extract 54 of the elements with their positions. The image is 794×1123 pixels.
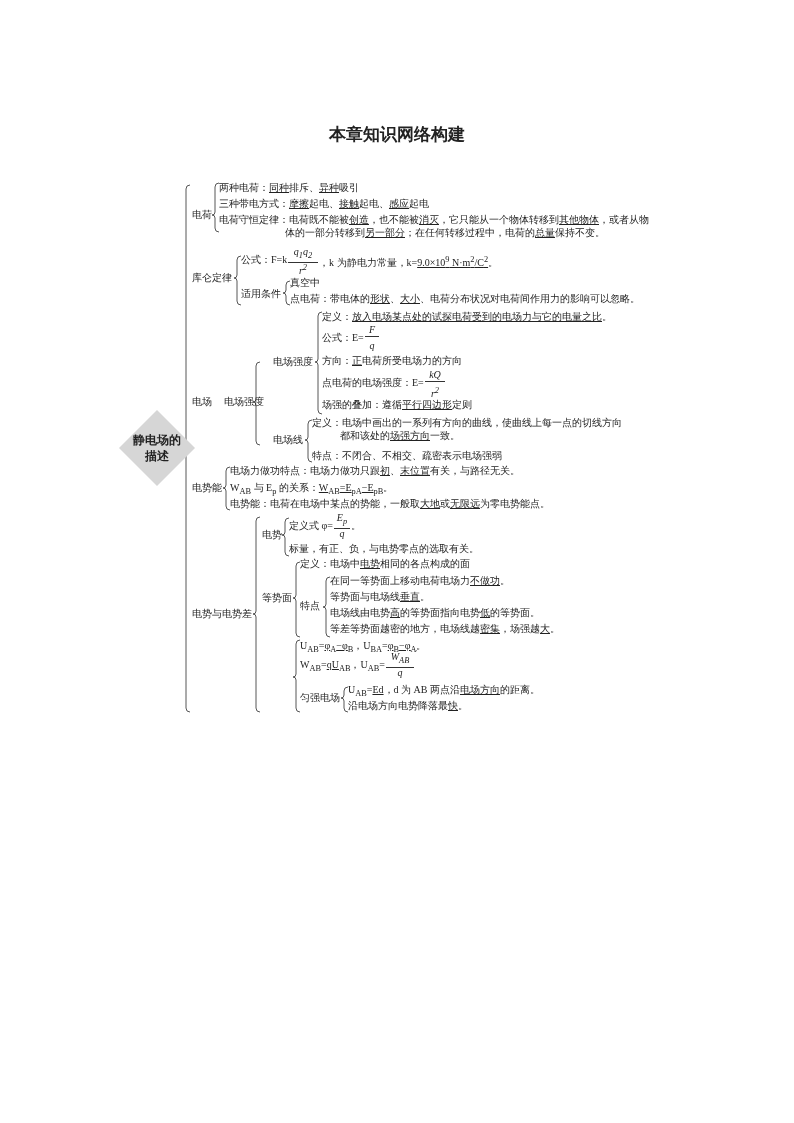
note-text: 特点：不闭合、不相交、疏密表示电场强弱 bbox=[312, 449, 502, 462]
topic-title: 静电场的描述 bbox=[132, 432, 182, 464]
note-text: 等势面与电场线垂直。 bbox=[330, 590, 430, 603]
note-text: ，k 为静电力常量，k=9.0×10$^{9}$ N·m$^{2}$/C$^{2}$。 bbox=[319, 254, 499, 270]
formula-denominator: q bbox=[368, 339, 376, 352]
note-text: 公式：F=k bbox=[241, 253, 288, 266]
topic-label: 电势与电势差 bbox=[192, 607, 252, 620]
formula-numerator: kQ bbox=[425, 369, 445, 382]
formula-numerator: E$_{p}$ bbox=[334, 512, 350, 529]
formula-denominator: q bbox=[396, 666, 404, 679]
page-title: 本章知识网络构建 bbox=[328, 123, 466, 146]
topic-label: 适用条件 bbox=[241, 287, 281, 300]
formula-numerator: F bbox=[365, 324, 379, 337]
formula-denominator: r$^{2}$ bbox=[429, 385, 440, 400]
topic-label: 匀强电场 bbox=[300, 691, 340, 704]
note-text: 电场线由电势高的等势面指向电势低的等势面。 bbox=[330, 606, 540, 619]
note-text: 三种带电方式：摩擦起电、接触起电、感应起电 bbox=[219, 197, 429, 210]
topic-label: 特点 bbox=[300, 599, 320, 612]
topic-label: 电场线 bbox=[273, 433, 303, 446]
note-text: 定义：电场中电势相同的各点构成的面 bbox=[300, 557, 470, 570]
topic-label: 电势能 bbox=[192, 481, 222, 494]
formula-numerator: W$_{AB}$ bbox=[386, 651, 414, 668]
note-text: 定义式 φ= bbox=[289, 519, 333, 532]
formula-denominator: q bbox=[338, 527, 346, 540]
note-text: 在同一等势面上移动电荷电场力不做功。 bbox=[330, 574, 510, 587]
note-text: 定义：放入电场某点处的试探电荷受到的电场力与它的电量之比。 bbox=[322, 310, 612, 323]
note-text: 两种电荷：同种排斥、异种吸引 bbox=[219, 181, 359, 194]
topic-label: 等势面 bbox=[262, 591, 292, 604]
note-text: 场强的叠加：遵循平行四边形定则 bbox=[322, 398, 472, 411]
topic-label: 电场强度 bbox=[273, 355, 313, 368]
note-text: 电势能：电荷在电场中某点的势能，一般取大地或无限远为零电势能点。 bbox=[230, 497, 550, 510]
topic-label: 电荷 bbox=[192, 208, 212, 221]
note-text: W$_{AB}$ 与 E$_{p}$ 的关系：W$_{AB}$=E$_{pA}$−E$_{pB}$。 bbox=[230, 481, 394, 498]
note-text: 真空中 bbox=[290, 276, 320, 289]
note-text: W$_{AB}$=qU$_{AB}$，U$_{AB}$= bbox=[300, 658, 385, 675]
note-text: 定义：电场中画出的一系列有方向的曲线，使曲线上每一点的切线方向都和该处的场强方向一致。 bbox=[312, 416, 623, 442]
note-text: U$_{AB}$=Ed，d 为 AB 两点沿电场方向的距离。 bbox=[348, 683, 540, 700]
note-text: U$_{AB}$=φ$_{A}$−φ$_{B}$，U$_{BA}$=φ$_{B}$−φ$_{A}$。 bbox=[300, 639, 427, 654]
note-text: 。 bbox=[351, 519, 361, 532]
note-text: 等差等势面越密的地方，电场线越密集，场强越大。 bbox=[330, 622, 560, 635]
note-text: 点电荷的电场强度：E= bbox=[322, 376, 424, 389]
note-text: 点电荷：带电体的形状、大小、电荷分布状况对电荷间作用力的影响可以忽略。 bbox=[290, 292, 640, 305]
note-text: 标量，有正、负，与电势零点的选取有关。 bbox=[289, 542, 479, 555]
topic-label: 电场强度 bbox=[224, 395, 264, 408]
topic-label: 电场 bbox=[192, 395, 212, 408]
topic-label: 电势 bbox=[262, 528, 282, 541]
note-text: 方向：正电荷所受电场力的方向 bbox=[322, 354, 462, 367]
note-text: 电荷守恒定律：电荷既不能被创造，也不能被消灭，它只能从一个物体转移到其他物体，或者从物体的一部分转移到另一部分；在任何转移过程中，电荷的总量保持不变。 bbox=[219, 213, 650, 239]
formula-numerator: q$_{1}$q$_{2}$ bbox=[288, 246, 318, 263]
formula-denominator: r$^{2}$ bbox=[297, 262, 309, 277]
note-text: 公式：E= bbox=[322, 331, 364, 344]
note-text: 电场力做功特点：电场力做功只跟初、末位置有关，与路径无关。 bbox=[230, 464, 520, 477]
note-text: 沿电场方向电势降落最快。 bbox=[348, 699, 468, 712]
topic-label: 库仑定律 bbox=[192, 271, 232, 284]
